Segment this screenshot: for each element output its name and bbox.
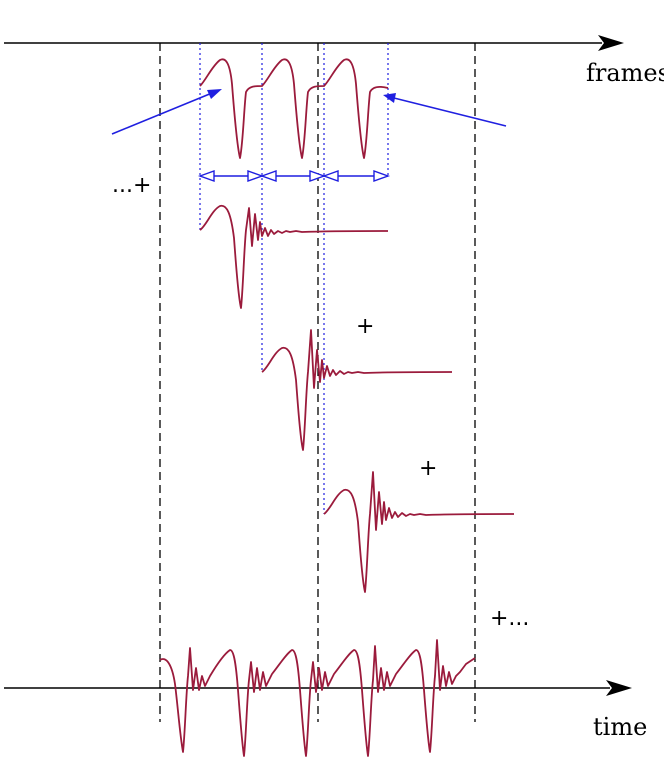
plus-2: + xyxy=(419,456,437,481)
period-arrowhead-6 xyxy=(373,170,391,182)
period-arrowhead-1 xyxy=(197,170,215,182)
plus-left: ...+ xyxy=(112,173,151,198)
frames-axis: frames xyxy=(4,35,664,87)
summed-output-waveform xyxy=(159,639,476,757)
period-arrowhead-2 xyxy=(247,170,265,182)
left-pointer-arrow xyxy=(111,92,213,135)
period-arrows xyxy=(197,170,391,182)
time-axis: time xyxy=(4,680,647,741)
period-arrowhead-4 xyxy=(309,170,327,182)
pointer-arrows xyxy=(111,89,507,135)
frames-axis-arrowhead xyxy=(598,35,624,51)
frames-label: frames xyxy=(586,59,664,87)
impulse-response-3 xyxy=(323,471,515,593)
frame-boundaries xyxy=(159,43,476,722)
excitation-waveform xyxy=(199,58,389,159)
right-pointer-arrow xyxy=(393,97,507,127)
impulse-response-1 xyxy=(199,204,389,309)
pitch-markers xyxy=(199,43,389,514)
period-arrowhead-5 xyxy=(321,170,339,182)
plus-end: +... xyxy=(490,606,529,631)
impulse-response-2 xyxy=(261,329,453,451)
plus-1: + xyxy=(356,314,374,339)
time-label: time xyxy=(593,713,647,741)
left-pointer-arrowhead xyxy=(207,89,222,99)
right-pointer-arrowhead xyxy=(383,93,396,103)
period-arrowhead-3 xyxy=(259,170,277,182)
time-axis-arrowhead xyxy=(606,680,632,696)
summation-signs: ...+ + + +... xyxy=(112,173,529,631)
